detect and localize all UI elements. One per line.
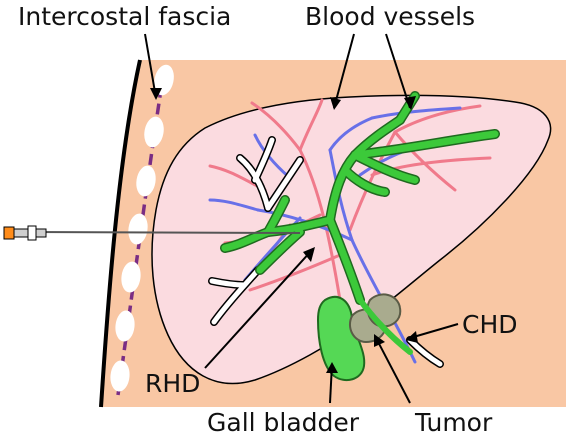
label-blood-vessels: Blood vessels (305, 2, 475, 31)
label-tumor: Tumor (414, 408, 493, 437)
intercostal-fascia-line (116, 69, 166, 396)
bile-ducts-white (208, 136, 444, 368)
leader-arrowheads (150, 88, 418, 373)
label-gall-bladder: Gall bladder (207, 408, 360, 437)
label-chd: CHD (462, 310, 518, 339)
ribs (110, 64, 174, 392)
needle (3, 225, 301, 241)
gall-bladder (316, 295, 366, 382)
label-intercostal-fascia: Intercostal fascia (18, 2, 231, 31)
common-hepatic-duct (357, 297, 413, 355)
skin-edge (99, 59, 142, 408)
label-rhd: RHD (145, 369, 200, 398)
